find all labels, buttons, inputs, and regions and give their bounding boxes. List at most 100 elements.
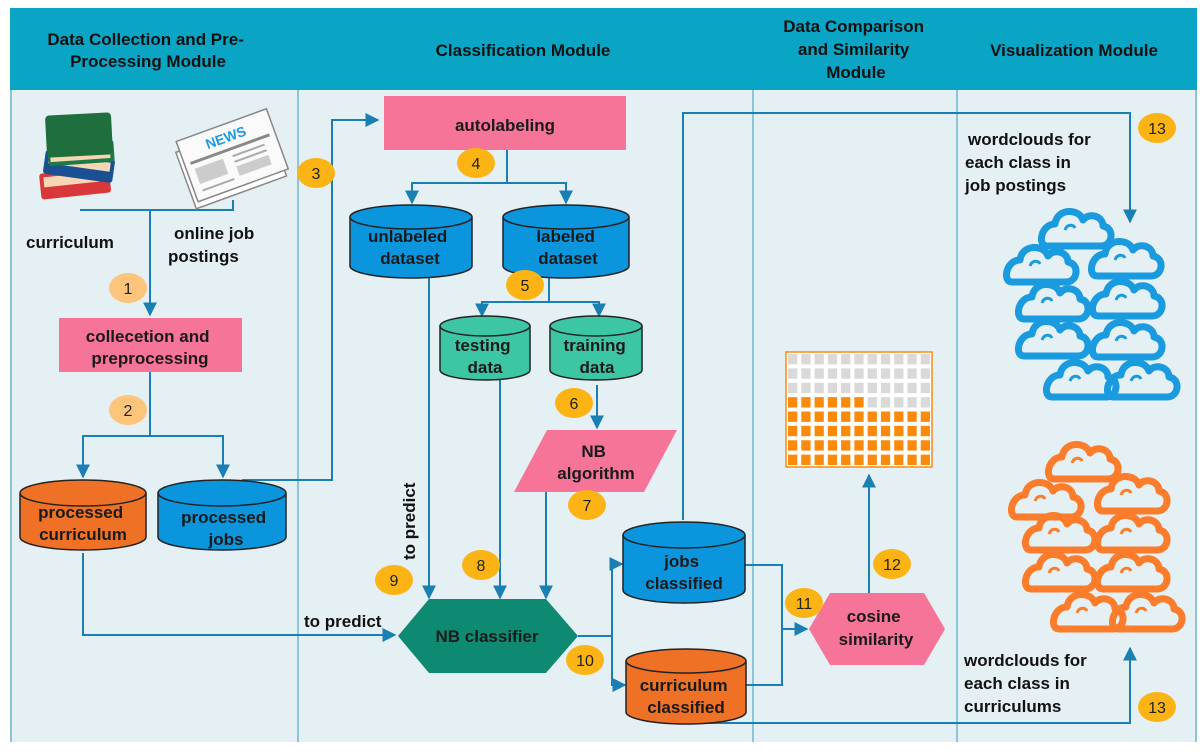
matrix-cell — [841, 354, 851, 365]
nb-classifier-node: NB classifier — [398, 599, 578, 673]
matrix-cell — [788, 382, 798, 394]
matrix-cell — [827, 454, 838, 465]
matrix-cell — [827, 425, 838, 437]
matrix-cell — [920, 440, 930, 451]
wordclouds-jobs-label: wordclouds for each class in job posting… — [964, 130, 1096, 195]
matrix-cell — [880, 382, 891, 394]
matrix-cell — [920, 382, 930, 394]
matrix-cell — [880, 368, 891, 379]
matrix-cell — [880, 411, 891, 422]
svg-text:curriculum classified: curriculum classified — [640, 676, 733, 717]
matrix-cell — [814, 425, 824, 437]
connector-to-jobs-classified — [578, 557, 624, 637]
wordclouds-curriculums-label: wordclouds for each class in curriculums — [963, 651, 1092, 716]
matrix-cell — [920, 397, 930, 408]
svg-text:cosine similarity: cosine similarity — [839, 607, 914, 649]
svg-text:training data: training data — [563, 336, 630, 377]
step-badge-13: 13 — [1138, 113, 1176, 143]
step-number: 7 — [583, 498, 592, 515]
autolabeling-node: autolabeling — [384, 96, 626, 150]
matrix-cell — [920, 368, 930, 379]
step-badge-13: 13 — [1138, 692, 1176, 722]
matrix-cell — [894, 454, 904, 465]
step-badge-7: 7 — [568, 490, 606, 520]
step-badge-9: 9 — [375, 565, 413, 595]
jobs-classified-db: jobs classified — [622, 521, 746, 604]
matrix-cell — [788, 397, 798, 408]
matrix-cell — [854, 454, 864, 465]
connector-to-training — [549, 301, 606, 318]
matrix-cell — [880, 440, 891, 451]
matrix-cell — [788, 411, 798, 422]
matrix-cell — [841, 397, 851, 408]
to-predict-horizontal-label: to predict — [304, 612, 382, 631]
matrix-cell — [920, 411, 930, 422]
matrix-cell — [827, 397, 838, 408]
matrix-cell — [854, 440, 864, 451]
matrix-cell — [841, 425, 851, 437]
header-visualization: Visualization Module — [990, 41, 1158, 60]
svg-text:collecetion and preproce: collecetion and preprocessing — [86, 327, 214, 368]
matrix-cell — [907, 397, 917, 408]
testing-data-db: testing data — [439, 315, 531, 381]
matrix-cell — [814, 454, 824, 465]
connector-curriculum-to-classifier — [82, 553, 397, 642]
matrix-cell — [801, 425, 811, 437]
step-badge-5: 5 — [506, 270, 544, 300]
matrix-cell — [788, 440, 798, 451]
matrix-cell — [814, 440, 824, 451]
matrix-cell — [801, 411, 811, 422]
curriculum-classified-db: curriculum classified — [625, 648, 747, 725]
matrix-cell — [867, 454, 877, 465]
processed-jobs-db: processed jobs — [157, 479, 287, 551]
step-badge-11: 11 — [785, 588, 823, 618]
step-badge-8: 8 — [462, 550, 500, 580]
matrix-cell — [801, 397, 811, 408]
header-data-collection: Data Collection and Pre- Processing Modu… — [47, 30, 248, 71]
step-number: 2 — [124, 403, 133, 420]
svg-text:NB algorithm: NB algorithm — [557, 442, 634, 483]
header-comparison: Data Comparison and Similarity Module — [783, 17, 928, 82]
matrix-cell — [907, 425, 917, 437]
step-badge-1: 1 — [109, 273, 147, 303]
similarity-matrix-icon — [785, 351, 933, 468]
matrix-cell — [841, 368, 851, 379]
step-number: 1 — [124, 281, 133, 298]
matrix-cell — [801, 382, 811, 394]
nb-algorithm-node: NB algorithm — [514, 430, 677, 492]
connectors — [76, 112, 1137, 724]
matrix-cell — [867, 397, 877, 408]
books-icon — [39, 112, 115, 200]
matrix-cell — [907, 368, 917, 379]
matrix-cell — [907, 411, 917, 422]
labeled-dataset-db: labeled dataset — [502, 204, 630, 279]
matrix-cell — [907, 454, 917, 465]
matrix-cell — [920, 425, 930, 437]
connector-to-curriculum-wordclouds — [690, 646, 1137, 724]
step-number: 8 — [477, 558, 486, 575]
matrix-cell — [907, 440, 917, 451]
to-predict-vertical-label: to predict — [400, 482, 419, 560]
matrix-cell — [894, 354, 904, 365]
matrix-cell — [907, 354, 917, 365]
matrix-cell — [894, 368, 904, 379]
connector-curriculum-to-cosine — [745, 629, 783, 686]
matrix-cell — [867, 411, 877, 422]
matrix-cell — [880, 354, 891, 365]
step-badge-4: 4 — [457, 148, 495, 178]
matrix-cell — [788, 354, 798, 365]
matrix-cell — [854, 354, 864, 365]
matrix-cell — [867, 440, 877, 451]
step-badge-6: 6 — [555, 388, 593, 418]
matrix-cell — [814, 368, 824, 379]
svg-text:NB classifier: NB classifier — [436, 627, 539, 646]
matrix-cell — [841, 411, 851, 422]
step-number: 4 — [472, 156, 481, 173]
matrix-cell — [814, 397, 824, 408]
step-number: 5 — [521, 278, 530, 295]
matrix-cell — [894, 382, 904, 394]
matrix-cell — [801, 368, 811, 379]
step-number: 12 — [883, 557, 901, 574]
